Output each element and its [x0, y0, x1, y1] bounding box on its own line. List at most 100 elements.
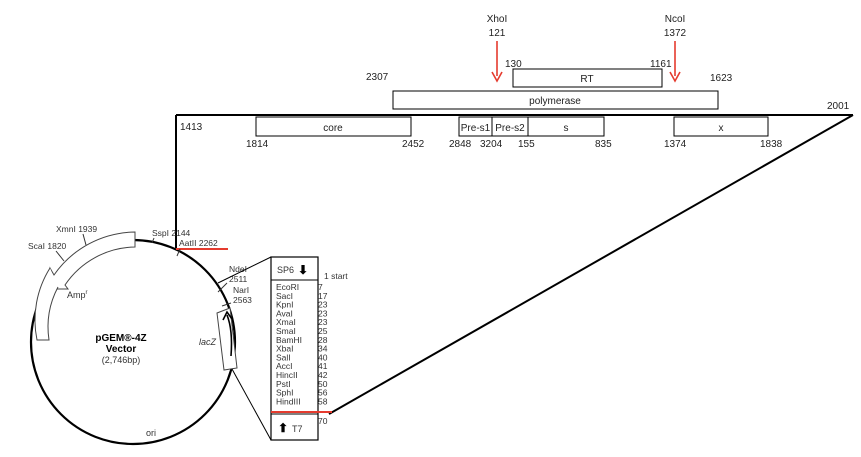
x-end: 1838 [760, 139, 783, 150]
mcs-site-name: HincII [276, 370, 298, 380]
ampr-label: Ampr [67, 290, 88, 300]
insert-map: XhoI 121 NcoI 1372 130 1161 RT 2307 1623… [175, 14, 854, 415]
ori-label: ori [146, 428, 156, 438]
rt-end: 1161 [650, 59, 672, 70]
mcs-site-position: 56 [318, 388, 328, 398]
mcs-site-position: 58 [318, 396, 328, 406]
mcs-site-name: HindIII [276, 396, 301, 406]
ndei-tick [217, 282, 228, 293]
mcs-site-name: SacI [276, 291, 293, 301]
scai-tick [55, 250, 65, 262]
t7-label: T7 [292, 424, 303, 434]
aatii-tick [176, 248, 181, 257]
mcs-site-position: 23 [318, 308, 328, 318]
insert-right-connector [328, 114, 854, 415]
sp6-label: SP6 [277, 265, 294, 275]
genome-start-position: 1413 [180, 122, 203, 133]
ndei-position: 2511 [229, 274, 248, 284]
pres2-label: Pre-s2 [495, 123, 525, 134]
ampr-gene-arc [46, 231, 136, 290]
mcs-wedge-bottom [231, 368, 272, 441]
mcs-wedge-top [217, 256, 272, 284]
xhoi-position: 121 [489, 28, 506, 39]
vector-size: (2,746bp) [102, 355, 141, 365]
ncoi-position: 1372 [664, 28, 687, 39]
polymerase-label: polymerase [529, 96, 581, 107]
mcs-site-name: PstI [276, 379, 291, 389]
lacz-arrowhead [222, 310, 233, 321]
mcs-site-position: 23 [318, 300, 328, 310]
genome-end-position: 2001 [827, 101, 850, 112]
x-box [673, 116, 769, 137]
rt-start: 130 [505, 59, 522, 70]
mcs-site-name: XmaI [276, 317, 296, 327]
mcs-site-position: 25 [318, 326, 328, 336]
mcs-site-name: AccI [276, 361, 293, 371]
ncoi-label: NcoI [665, 14, 686, 25]
pres1-start: 2848 [449, 139, 472, 150]
rt-label: RT [580, 74, 593, 85]
lacz-gene-box [216, 307, 238, 371]
core-start: 1814 [246, 139, 269, 150]
lacz-arrow [226, 314, 233, 357]
mcs-site-position: 34 [318, 344, 328, 354]
mcs-site-name: XbaI [276, 344, 294, 354]
mcs-site-position: 42 [318, 370, 328, 380]
x-start: 1374 [664, 139, 687, 150]
core-box [255, 116, 412, 137]
scai-site: ScaI 1820 [28, 241, 67, 251]
mcs-site-name: EcoRI [276, 282, 299, 292]
mcs-site-name: SmaI [276, 326, 296, 336]
mcs-site-position: 40 [318, 352, 328, 362]
mcs-site-name: SalI [276, 352, 291, 362]
xmni-tick [82, 233, 87, 246]
nari-site: NarI [233, 285, 249, 295]
mcs-site-position: 41 [318, 361, 328, 371]
start-label: 1 start [324, 271, 348, 281]
mcs-outer-box [270, 256, 319, 441]
vector-name-line2: Vector [106, 344, 137, 355]
mcs-end-position: 70 [318, 416, 328, 426]
mcs-site-position: 7 [318, 282, 323, 292]
ampr-gene-tail [34, 267, 59, 341]
lacz-label: lacZ [199, 337, 217, 347]
rt-box [512, 68, 663, 88]
mcs-site-name: BamHI [276, 335, 302, 345]
xhoi-label: XhoI [487, 14, 508, 25]
ncoi-arrowhead [669, 71, 681, 83]
xmni-site: XmnI 1939 [56, 224, 97, 234]
x-label: x [719, 123, 724, 134]
sp6-arrow-icon: ⬇ [298, 263, 308, 277]
core-end: 2452 [402, 139, 425, 150]
pres1-label: Pre-s1 [461, 123, 491, 134]
nari-position: 2563 [233, 295, 252, 305]
polymerase-start: 2307 [366, 72, 389, 83]
plasmid-vector: Ampr lacZ XmnI 1939 ScaI 1820 SspI 2144 … [28, 224, 272, 446]
aatii-site: AatII 2262 [179, 238, 218, 248]
s-box [527, 116, 605, 137]
sspi-tick [151, 237, 155, 244]
polymerase-end: 1623 [710, 73, 733, 84]
mcs-site-position: 17 [318, 291, 328, 301]
vector-name: pGEM®-4Z [95, 333, 146, 344]
s-label: s [564, 123, 569, 134]
mcs-site-position: 50 [318, 379, 328, 389]
mcs-site-position: 23 [318, 317, 328, 327]
core-label: core [323, 123, 343, 134]
xhoi-arrowhead [491, 71, 503, 83]
ndei-site: NdeI [229, 264, 247, 274]
mcs-site-name: SphI [276, 388, 294, 398]
sspi-site: SspI 2144 [152, 228, 191, 238]
nari-tick [221, 302, 232, 307]
s-start: 155 [518, 139, 535, 150]
pres2-start: 3204 [480, 139, 503, 150]
mcs-site-name: KpnI [276, 300, 294, 310]
mcs-site-position: 28 [318, 335, 328, 345]
mcs-site-name: AvaI [276, 308, 293, 318]
t7-arrow-icon: ⬆ [278, 421, 288, 435]
polymerase-box [392, 90, 719, 110]
s-end: 835 [595, 139, 612, 150]
